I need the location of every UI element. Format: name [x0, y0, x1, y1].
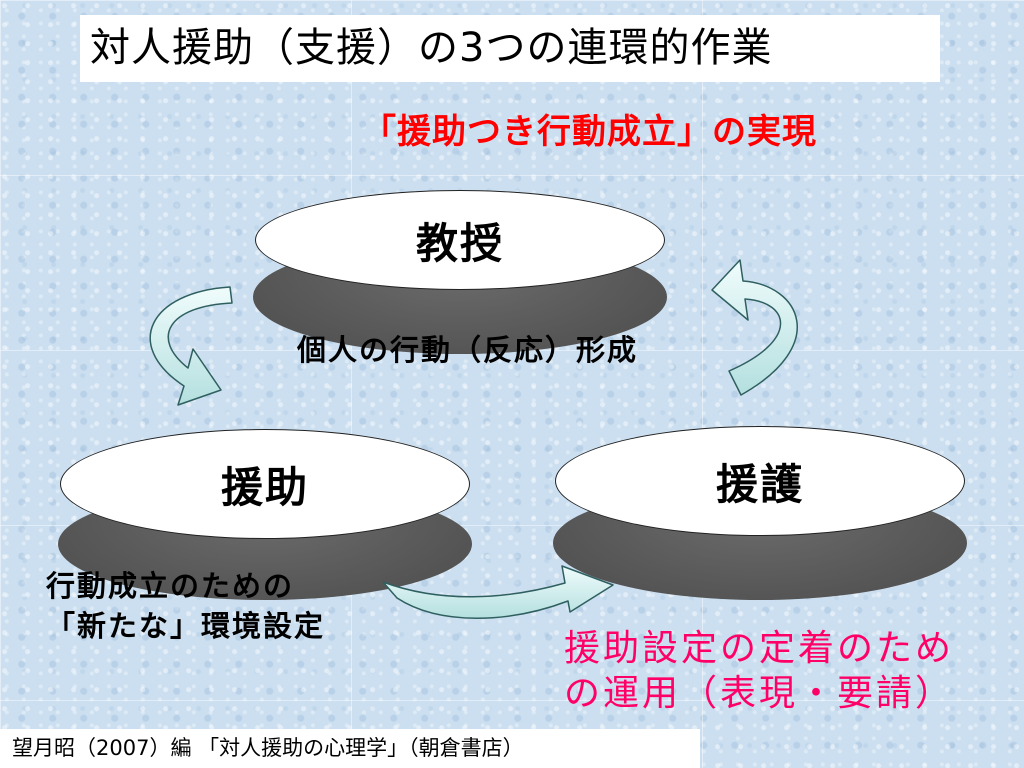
node-teaching: 教授 — [255, 190, 665, 290]
citation-text: 望月昭（2007）編 「対人援助の心理学」（朝倉書店） — [12, 736, 524, 760]
node-advocacy-caption: 援助設定の定着のため の運用（表現・要請） — [564, 626, 954, 716]
goal-statement: 「援助つき行動成立」の実現 — [362, 112, 817, 152]
node-advocacy-label: 援護 — [715, 459, 804, 509]
node-assistance-caption-line-1: 行動成立のための — [46, 569, 295, 603]
node-teaching-label: 教授 — [415, 218, 504, 268]
node-advocacy: 援護 — [555, 426, 965, 536]
title-box: 対人援助（支援）の3つの連環的作業 — [80, 15, 940, 82]
node-assistance-caption-line-2: 「新たな」環境設定 — [46, 609, 326, 643]
node-advocacy-caption-line-2: の運用（表現・要請） — [564, 673, 955, 714]
citation-box: 望月昭（2007）編 「対人援助の心理学」（朝倉書店） — [0, 729, 700, 768]
node-advocacy-caption-line-1: 援助設定の定着のため — [564, 628, 955, 669]
node-assistance-caption: 行動成立のための 「新たな」環境設定 — [46, 566, 325, 646]
slide-title: 対人援助（支援）の3つの連環的作業 — [90, 25, 773, 71]
node-assistance-label: 援助 — [220, 462, 309, 512]
node-teaching-caption: 個人の行動（反応）形成 — [297, 333, 639, 367]
node-assistance: 援助 — [60, 429, 470, 539]
arrow-advocacy-to-teaching — [711, 259, 798, 396]
arrow-teaching-to-assistance — [149, 286, 233, 406]
